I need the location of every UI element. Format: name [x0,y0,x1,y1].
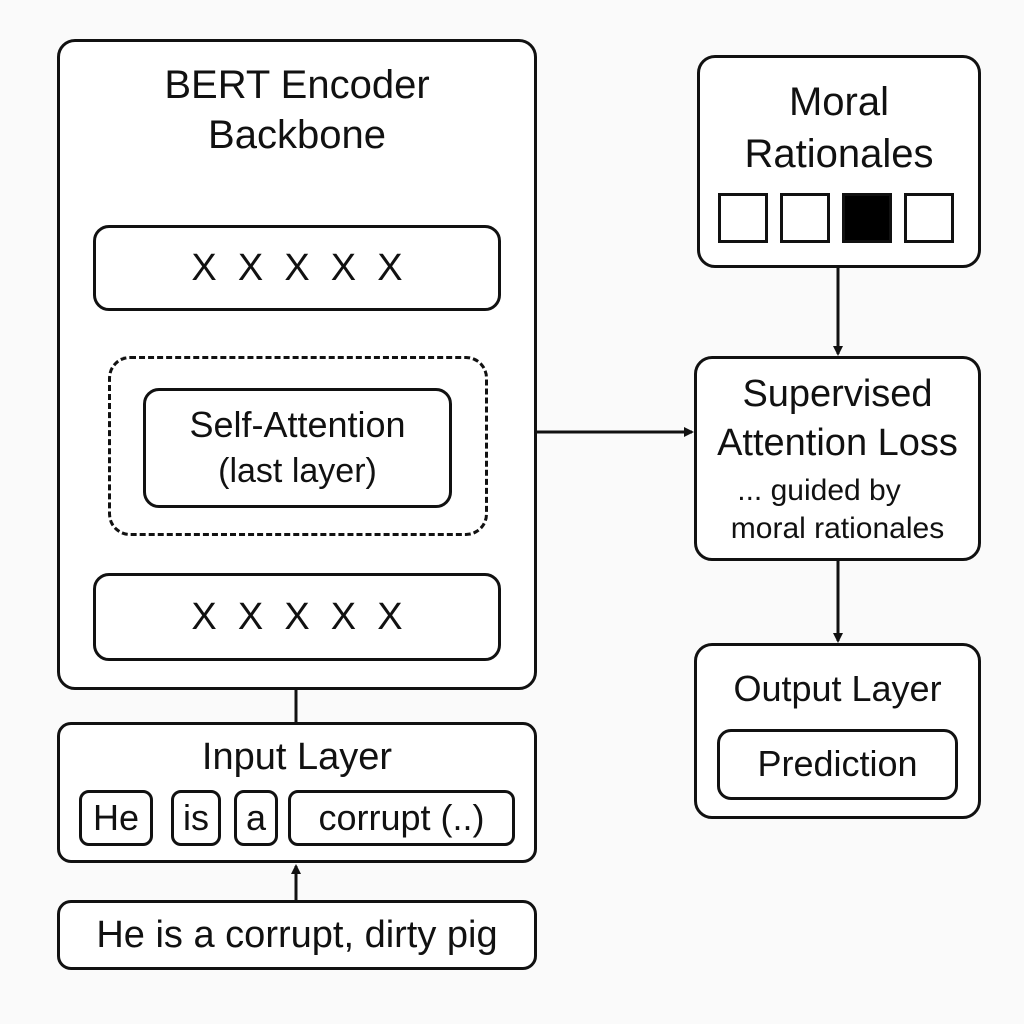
rationale-square-highlighted [842,193,892,243]
loss-title-line2: Attention Loss [717,422,958,464]
input-token: corrupt (..) [288,790,515,846]
input-layer-title: Input Layer [201,736,393,778]
input-sentence: He is a corrupt, dirty pig [96,914,498,956]
moral-rationales-title-line1: Moral [788,80,890,124]
rationale-square [718,193,768,243]
input-token: a [234,790,278,846]
bottom-token-layer-tokens: X X X X X [191,596,403,638]
attention-region [108,356,488,536]
top-token-layer-tokens: X X X X X [191,247,403,289]
bottom-token-layer [93,573,501,661]
encoder-title-line2: Backbone [208,113,386,157]
input-token: is [171,790,221,846]
rationale-square [904,193,954,243]
encoder-title-line1: BERT Encoder [164,63,430,107]
moral-rationales-title-line2: Rationales [744,132,934,176]
top-token-layer [93,225,501,311]
self-attention-label: Self-Attention [189,404,406,445]
self-attention-sublabel: (last layer) [218,452,377,490]
rationale-squares [718,193,960,245]
input-sentence-box [57,900,537,970]
supervised-attention-loss-box [694,356,981,561]
loss-title-line1: Supervised [742,373,933,415]
output-layer-title: Output Layer [733,668,942,709]
loss-note-line2: moral rationales [730,512,945,545]
self-attention-block [143,388,452,508]
prediction-label: Prediction [757,743,918,784]
loss-note-line1: ... guided by [737,474,901,507]
prediction-box [717,729,958,800]
input-token: He [79,790,153,846]
rationale-square [780,193,830,243]
